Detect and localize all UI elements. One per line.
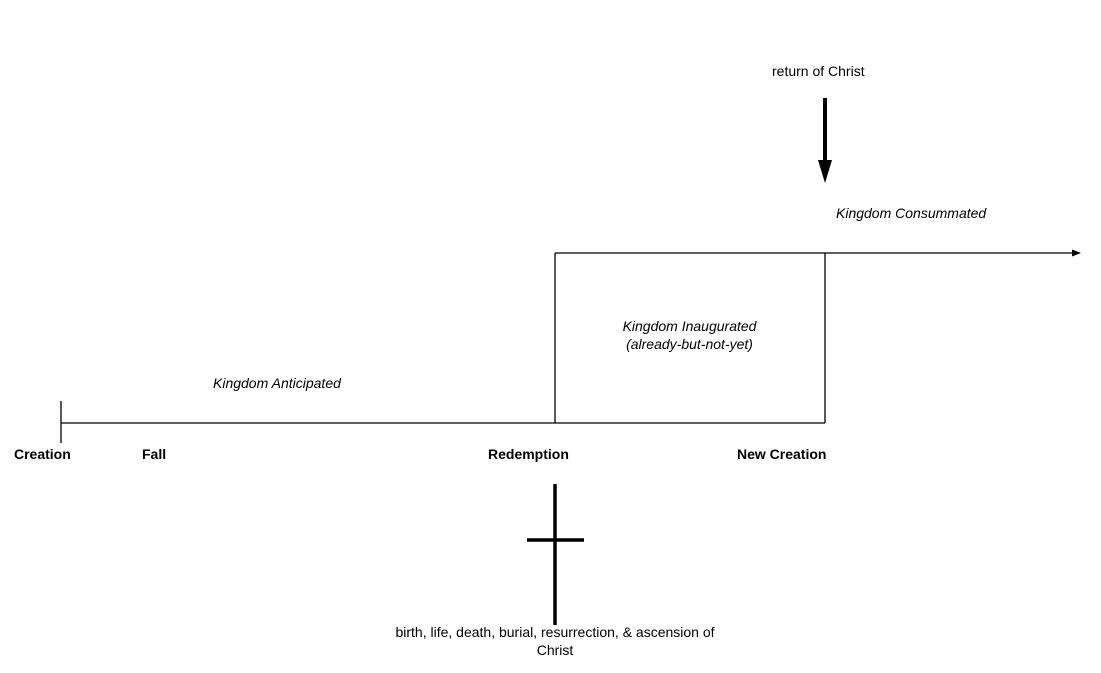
stage-redemption-label: Redemption [488, 446, 569, 462]
cross-icon [527, 484, 584, 625]
cross-caption-line2: Christ [536, 642, 574, 658]
kingdom-inaugurated-label: Kingdom Inaugurated (already-but-not-yet… [583, 317, 796, 353]
stage-fall-label: Fall [142, 446, 167, 462]
kingdom-anticipated-label: Kingdom Anticipated [213, 375, 341, 391]
arrow-right-icon [1072, 249, 1081, 257]
return-of-christ-label: return of Christ [772, 63, 865, 79]
cross-caption-line1: birth, life, death, burial, resurrection… [395, 624, 715, 640]
kingdom-inaugurated-line2: (already-but-not-yet) [626, 336, 753, 352]
cross-caption: birth, life, death, burial, resurrection… [355, 623, 755, 659]
kingdom-inaugurated-line1: Kingdom Inaugurated [622, 318, 757, 334]
stage-new-creation-label: New Creation [737, 446, 827, 462]
arrow-down-icon [818, 160, 832, 183]
kingdom-consummated-label: Kingdom Consummated [836, 205, 987, 221]
stage-creation-label: Creation [14, 446, 71, 462]
